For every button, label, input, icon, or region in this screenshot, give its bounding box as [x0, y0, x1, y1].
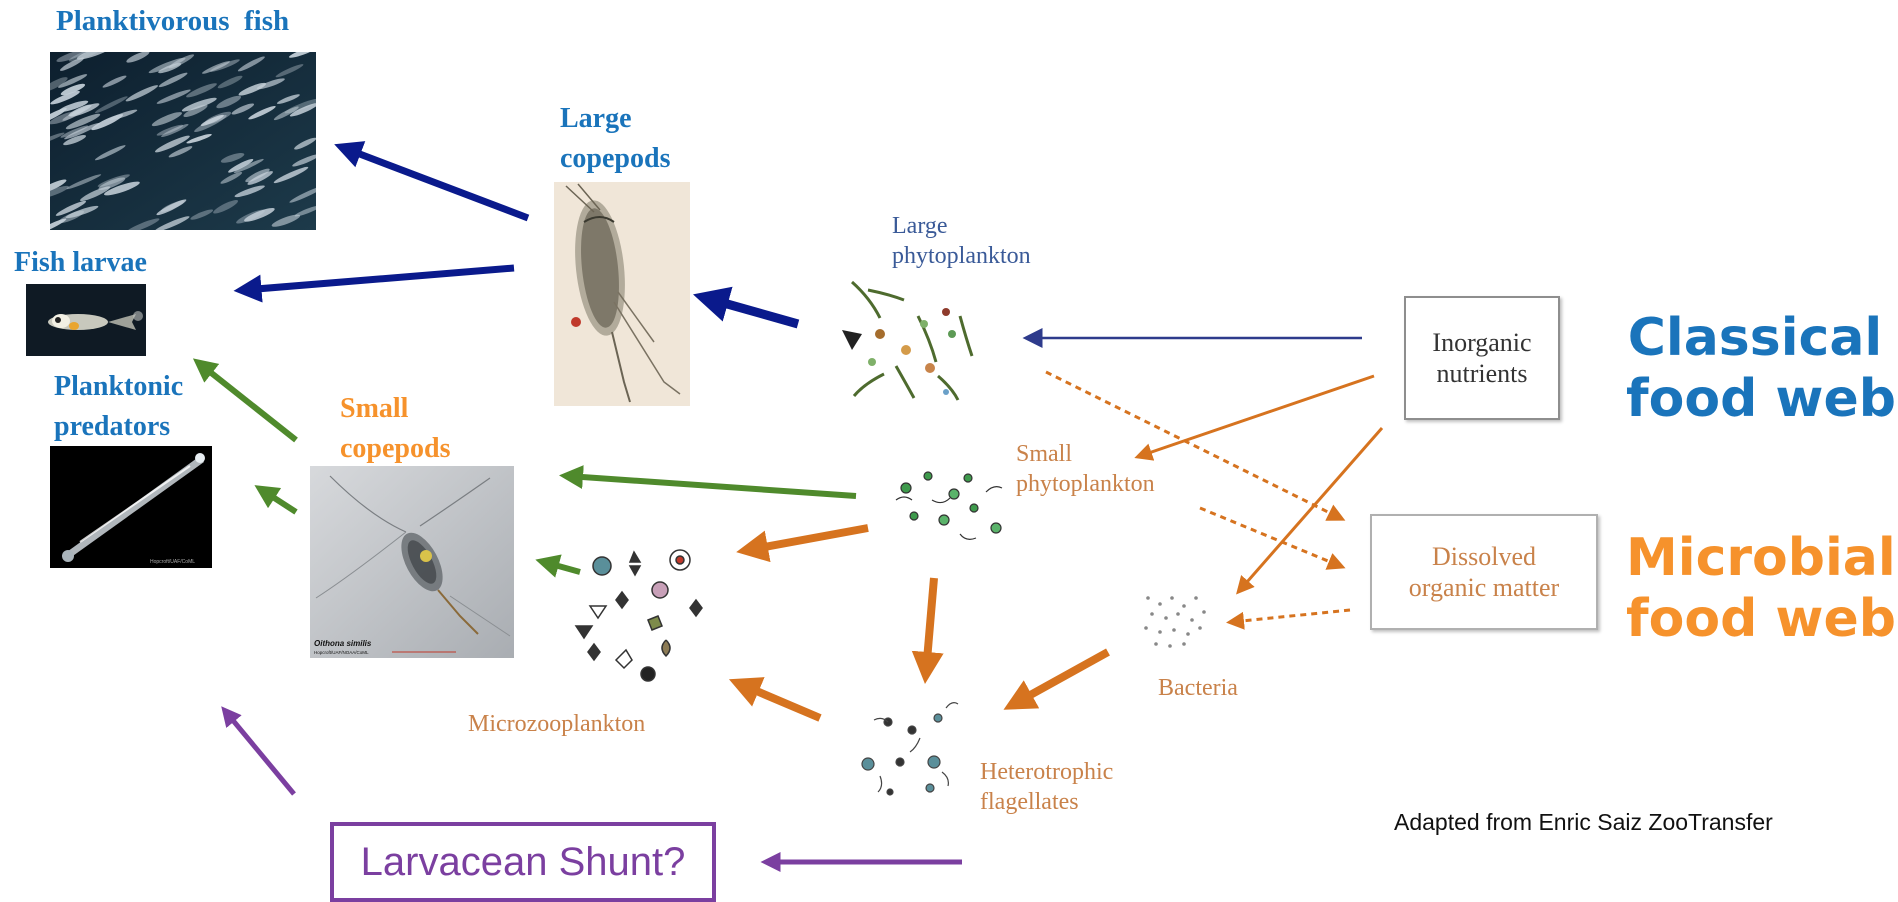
dom-line-2: organic matter	[1409, 573, 1559, 602]
larvacean-shunt-box: Larvacean Shunt?	[330, 822, 716, 902]
large-phytoplankton-label-2: phytoplankton	[892, 244, 1031, 269]
arrow-microzoo-to-small-copepods	[544, 562, 580, 572]
arrow-large-copepods-to-planktivorous-fish	[344, 148, 528, 218]
small-copepods-label-1: Small	[340, 394, 408, 423]
arrow-small-copepods-to-fish-larvae	[200, 364, 296, 440]
planktonic-predators-label-1: Planktonic	[54, 372, 183, 401]
arrow-nutrients-to-bacteria	[1240, 428, 1382, 590]
arrow-larvacean-to-planktonic-predators	[226, 712, 294, 794]
heterotrophic-flagellates-label-1: Heterotrophic	[980, 760, 1113, 785]
attribution-text: Adapted from Enric Saiz ZooTransfer	[1394, 810, 1773, 834]
small-phytoplankton-label-2: phytoplankton	[1016, 472, 1155, 497]
arrow-small-phyto-to-small-copepods	[568, 476, 856, 496]
heterotrophic-flagellates-label-2: flagellates	[980, 790, 1079, 815]
classical-line-2: food web	[1626, 369, 1896, 429]
large-copepods-label-1: Large	[560, 104, 632, 133]
arrow-hetero-flagellates-to-microzoo	[740, 684, 820, 718]
small-copepods-label-2: copepods	[340, 434, 450, 463]
arrow-large-phyto-to-large-copepods	[706, 298, 798, 324]
microzooplankton-label: Microzooplankton	[468, 712, 645, 737]
classical-food-web-title: Classical food web	[1626, 308, 1884, 431]
microbial-line-1: Microbial	[1626, 528, 1896, 588]
microbial-food-web-title: Microbial food web	[1626, 528, 1894, 651]
inorganic-nutrients-line-2: nutrients	[1437, 359, 1528, 388]
arrow-dom-to-bacteria	[1232, 610, 1350, 622]
bacteria-label: Bacteria	[1158, 676, 1238, 701]
arrow-bacteria-to-hetero-flagellates	[1014, 652, 1108, 704]
dom-line-1: Dissolved	[1432, 542, 1536, 571]
planktonic-predators-label-2: predators	[54, 412, 170, 441]
inorganic-nutrients-line-1: Inorganic	[1432, 328, 1531, 357]
arrow-large-copepods-to-fish-larvae	[244, 268, 514, 290]
planktivorous-fish-label: Planktivorous fish	[56, 6, 289, 36]
arrow-small-phyto-to-microzoo	[748, 528, 868, 550]
arrow-small-copepods-to-planktonic-predators	[262, 490, 296, 512]
arrow-small-phyto-to-hetero-flagellates	[926, 578, 934, 672]
classical-line-1: Classical	[1628, 308, 1883, 368]
small-phytoplankton-label-1: Small	[1016, 442, 1072, 467]
larvacean-shunt-label: Larvacean Shunt?	[361, 840, 686, 885]
large-phytoplankton-label-1: Large	[892, 214, 948, 239]
fish-larvae-label: Fish larvae	[14, 248, 147, 277]
microbial-line-2: food web	[1626, 589, 1896, 649]
arrow-nutrients-to-small-phyto	[1140, 376, 1374, 456]
large-copepods-label-2: copepods	[560, 144, 670, 173]
